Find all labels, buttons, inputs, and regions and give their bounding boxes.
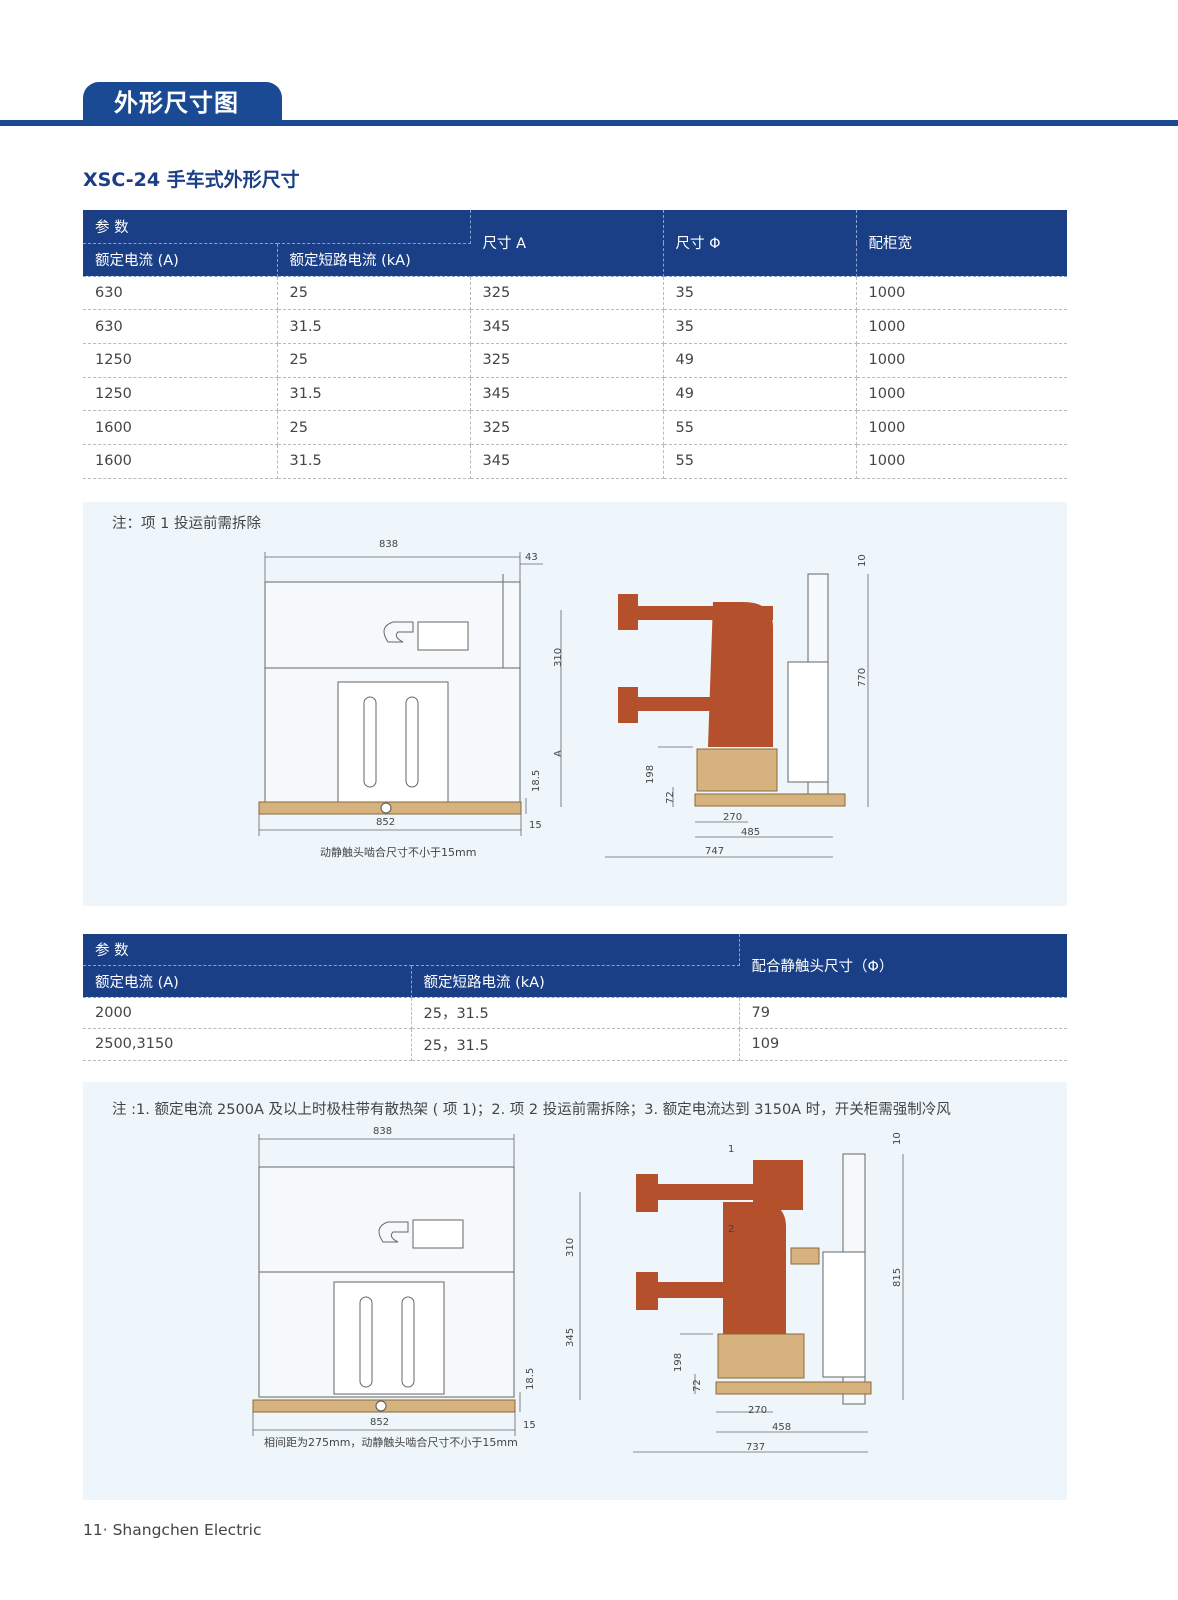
dim-18-5: 18.5 [531,770,542,792]
page-number: 11· [83,1521,108,1539]
item-label-2: 2 [728,1224,734,1235]
dim-72: 72 [692,1379,703,1392]
table1-header-rated-current: 额定电流 (A) [83,243,278,277]
section-title: XSC-24 手车式外形尺寸 [83,169,300,191]
dim-852: 852 [370,1417,389,1428]
dim-310: 310 [553,648,564,667]
diagram-panel-2: 注 :1. 额定电流 2500A 及以上时极柱带有散热架 ( 项 1)；2. 项… [83,1082,1067,1500]
dim-770: 770 [857,668,868,687]
table-cell: 55 [663,410,857,445]
table1-group-header: 参 数 [83,210,471,244]
diagram1-caption: 动静触头啮合尺寸不小于15mm [320,846,477,859]
diagram-panel-1: 注：项 1 投运前需拆除 838 43 852 18.5 15 [83,502,1067,906]
dim-838: 838 [379,539,398,550]
dimension-table-2: 参 数 配合静触头尺寸（Φ） 额定电流 (A) 额定短路电流 (kA) 2000… [83,934,1067,1061]
dim-15: 15 [523,1420,536,1431]
table-cell: 31.5 [277,377,471,412]
page-header-title: 外形尺寸图 [83,82,282,124]
table-cell: 1250 [83,343,278,378]
table-cell: 325 [470,410,664,445]
dim-345: 345 [565,1328,576,1347]
diagram2-caption: 相间距为275mm，动静触头啮合尺寸不小于15mm [264,1436,518,1449]
dimension-table-1: 参 数 尺寸 A 尺寸 Φ 配柜宽 额定电流 (A) 额定短路电流 (kA) 6… [83,210,1067,479]
table-cell: 1000 [856,410,1067,445]
dim-852: 852 [376,817,395,828]
table-cell: 79 [739,997,1067,1029]
table-cell: 31.5 [277,309,471,344]
dim-18-5: 18.5 [525,1368,536,1390]
table-cell: 25 [277,343,471,378]
table-cell: 1000 [856,444,1067,479]
item-label-1: 1 [728,1144,734,1155]
table-cell: 2500,3150 [83,1028,412,1061]
table2-group-header: 参 数 [83,934,740,966]
table-cell: 49 [663,377,857,412]
dim-838: 838 [373,1126,392,1137]
dim-198: 198 [645,765,656,784]
table-cell: 35 [663,309,857,344]
table2-header-contact-size: 配合静触头尺寸（Φ） [739,934,1067,998]
dim-815: 815 [892,1268,903,1287]
table2-header-rated-current: 额定电流 (A) [83,965,412,998]
table-cell: 1000 [856,276,1067,311]
table1-header-size-phi: 尺寸 Φ [663,210,857,277]
table-cell: 1600 [83,444,278,479]
dim-270: 270 [723,812,742,823]
dim-310: 310 [565,1238,576,1257]
table-cell: 25 [277,410,471,445]
table-cell: 25，31.5 [411,997,740,1029]
circuit-breaker-drawing-2: 838 852 18.5 15 310 345 198 72 270 [252,1126,904,1453]
table-cell: 1000 [856,343,1067,378]
table-cell: 345 [470,377,664,412]
dim-43: 43 [525,552,538,563]
table-cell: 325 [470,276,664,311]
table-cell: 109 [739,1028,1067,1061]
table-cell: 31.5 [277,444,471,479]
table-cell: 630 [83,276,278,311]
table-cell: 1600 [83,410,278,445]
table1-header-size-a: 尺寸 A [470,210,664,277]
table1-header-cabinet-width: 配柜宽 [856,210,1067,277]
table-cell: 55 [663,444,857,479]
table-cell: 2000 [83,997,412,1029]
dim-10: 10 [857,554,868,567]
table-cell: 49 [663,343,857,378]
dim-15: 15 [529,820,542,831]
header-rule [0,120,1178,126]
circuit-breaker-drawing-1: 838 43 852 18.5 15 310 A 198 72 270 [258,539,869,858]
table-cell: 1000 [856,377,1067,412]
table-cell: 1000 [856,309,1067,344]
dim-737: 737 [746,1442,765,1453]
dim-198: 198 [673,1353,684,1372]
company-name: Shangchen Electric [112,1521,262,1539]
dim-747: 747 [705,846,724,857]
page-footer: 11· Shangchen Electric [83,1521,262,1539]
dim-458: 458 [772,1422,791,1433]
table2-header-short-circuit: 额定短路电流 (kA) [411,965,739,998]
dim-a: A [553,750,564,757]
table-cell: 345 [470,309,664,344]
table-cell: 345 [470,444,664,479]
dim-485: 485 [741,827,760,838]
table1-header-short-circuit: 额定短路电流 (kA) [277,243,470,277]
table-cell: 1250 [83,377,278,412]
table-cell: 325 [470,343,664,378]
dim-72: 72 [665,791,676,804]
table-cell: 25 [277,276,471,311]
dim-270: 270 [748,1405,767,1416]
dim-10: 10 [892,1132,903,1145]
table-cell: 630 [83,309,278,344]
diagram2-note: 注 :1. 额定电流 2500A 及以上时极柱带有散热架 ( 项 1)；2. 项… [112,1102,951,1118]
table-cell: 25，31.5 [411,1028,740,1061]
table-cell: 35 [663,276,857,311]
diagram1-note: 注：项 1 投运前需拆除 [112,516,261,532]
